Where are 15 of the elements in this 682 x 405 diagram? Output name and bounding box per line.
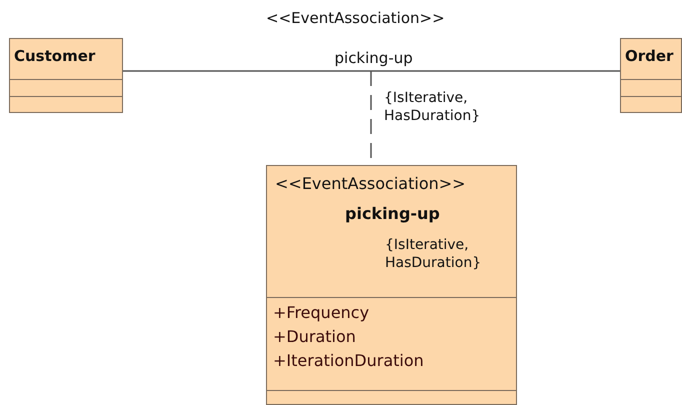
constraint: {IsIterative, HasDuration} [385,236,482,272]
class-name: picking-up [345,204,440,223]
stereotype: <<EventAssociation>> [275,174,466,193]
attribute: +Frequency [273,303,370,322]
association-line [123,70,620,72]
class-name: Order [625,47,674,65]
class-name: Customer [14,47,96,65]
attribute: +Duration [273,327,356,346]
class-box [9,38,123,113]
stereotype: <<EventAssociation>> [266,9,445,27]
constraint: {IsIterative, HasDuration} [384,89,482,126]
class-box [620,38,682,113]
class-box [266,165,517,405]
attribute: +IterationDuration [273,351,424,370]
edge-label: picking-up [334,49,413,67]
